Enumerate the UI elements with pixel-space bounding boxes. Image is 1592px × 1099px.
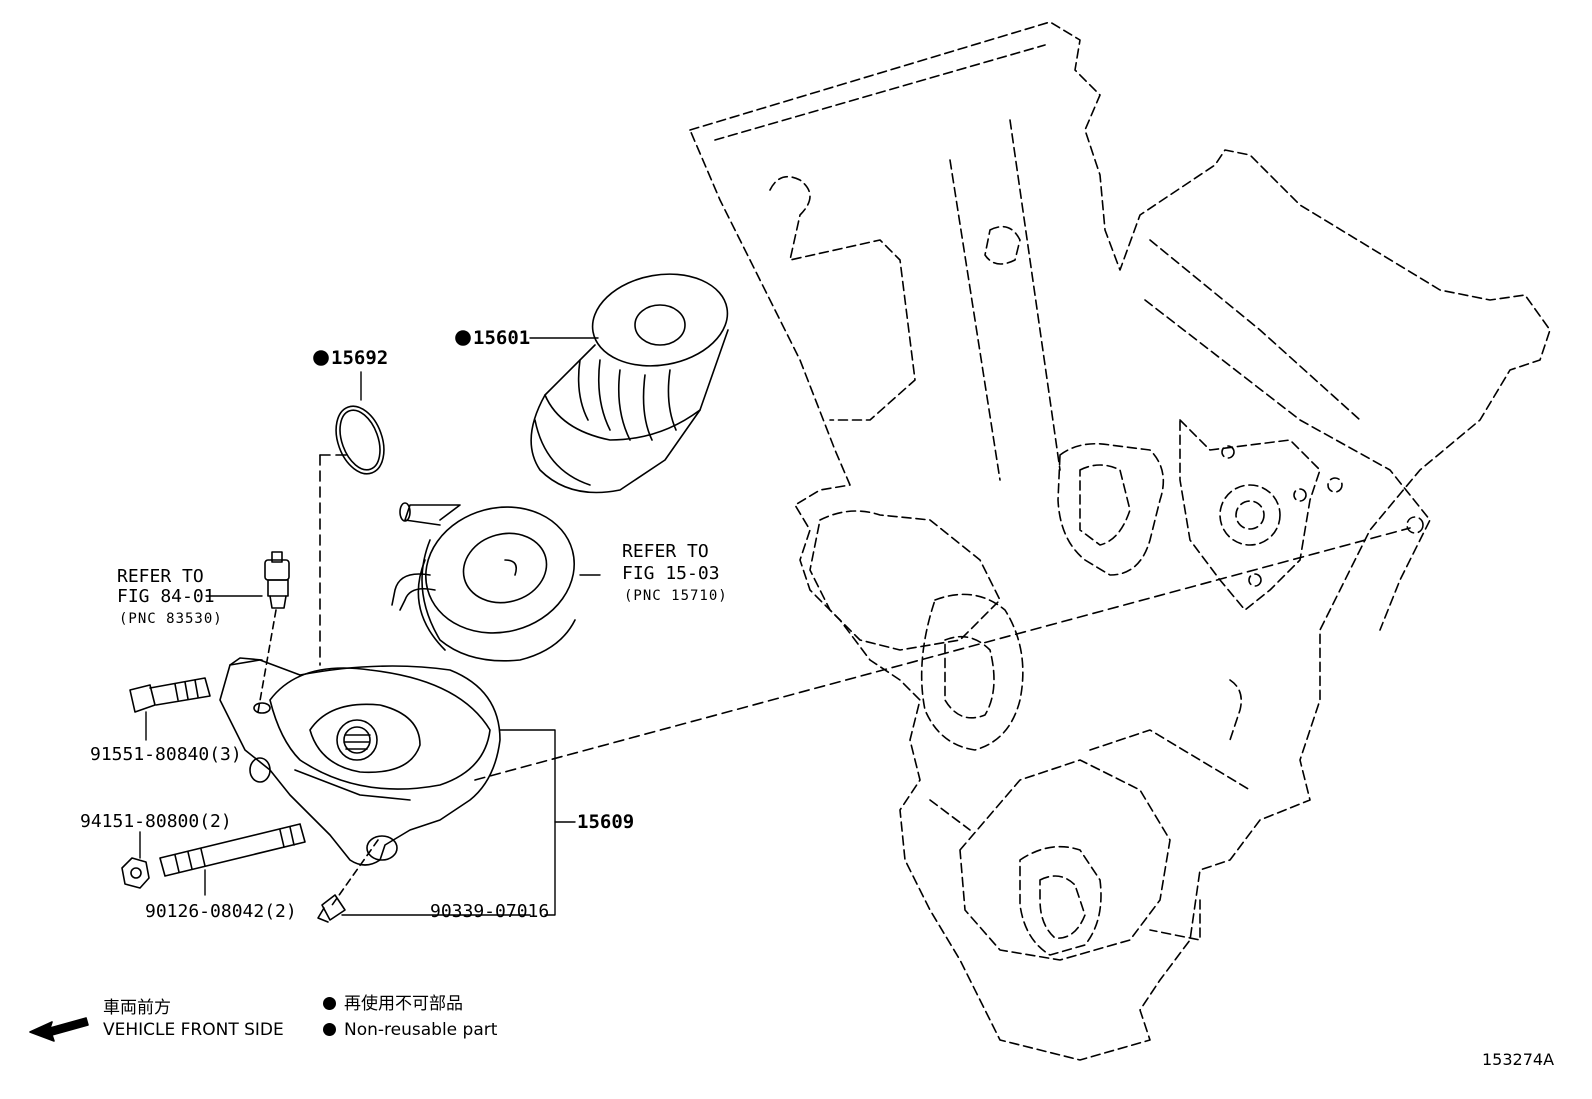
part-number-bracket[interactable]: 15609 — [577, 811, 635, 833]
o-ring-drawing — [335, 405, 385, 475]
bolt-drawing — [129, 677, 211, 713]
legend-nonreuse-jp: 再使用不可部品 — [344, 994, 463, 1014]
non-reusable-dot-icon — [323, 1023, 336, 1036]
leader-lines — [139, 337, 601, 916]
legend-nonreuse-jp-row: 再使用不可部品 — [323, 994, 463, 1014]
ref-pressure-switch-pnc: (PNC 83530) — [119, 611, 223, 627]
part-number-stud[interactable]: 90126-08042(2) — [145, 901, 297, 922]
legend-nonreuse-en: Non-reusable part — [344, 1020, 498, 1040]
non-reusable-dot-icon — [455, 330, 471, 346]
oil-filter-bracket-drawing — [219, 657, 501, 866]
vehicle-front-arrow-icon — [29, 1017, 89, 1042]
nut-drawing — [121, 857, 150, 889]
legend-front-jp: 車両前方 — [103, 998, 171, 1018]
legend-front-en: VEHICLE FRONT SIDE — [103, 1020, 284, 1040]
oil-filter-drawing — [530, 273, 729, 494]
pressure-switch-drawing — [264, 551, 290, 609]
part-number-bolt[interactable]: 91551-80840(3) — [90, 744, 242, 765]
ref-pressure-switch-line2[interactable]: FIG 84-01 — [117, 586, 215, 607]
mounting-leader-line — [474, 527, 1411, 781]
stud-drawing — [159, 823, 306, 877]
part-number-plug[interactable]: 90339-07016 — [430, 901, 550, 922]
oil-cooler-drawing — [391, 502, 576, 662]
figure-number: 153274A — [1482, 1050, 1555, 1069]
non-reusable-dot-icon — [313, 350, 329, 366]
ref-pressure-switch-line1: REFER TO — [117, 566, 204, 587]
ref-oil-cooler-line1: REFER TO — [622, 541, 709, 562]
plug-drawing — [317, 894, 346, 923]
part-number-o-ring[interactable]: 15692 — [331, 347, 389, 369]
engine-timing-cover — [689, 21, 1551, 1061]
part-number-nut[interactable]: 94151-80800(2) — [80, 811, 232, 832]
part-number-oil-filter[interactable]: 15601 — [473, 327, 531, 349]
ref-oil-cooler-line2[interactable]: FIG 15-03 — [622, 563, 720, 584]
legend-nonreuse-en-row: Non-reusable part — [323, 1020, 497, 1040]
non-reusable-dot-icon — [323, 997, 336, 1010]
ref-oil-cooler-pnc: (PNC 15710) — [624, 588, 728, 604]
